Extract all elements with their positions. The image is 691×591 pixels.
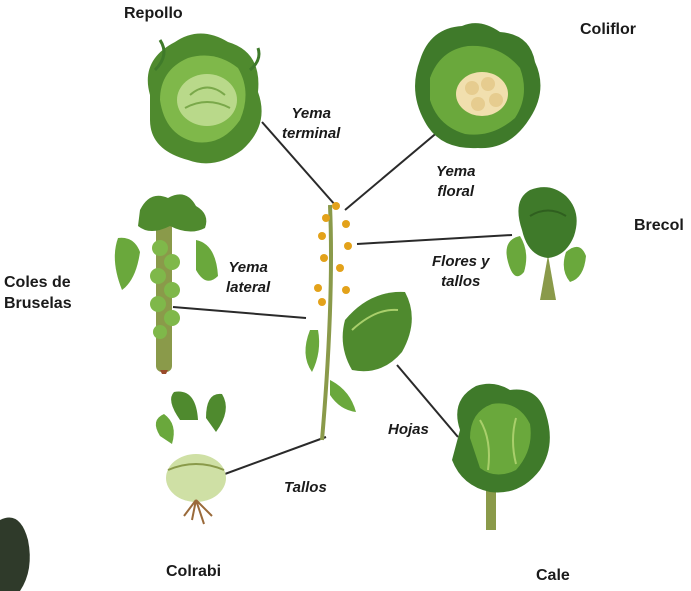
- label-cale: Cale: [536, 566, 570, 586]
- label-yema-lateral-line2: lateral: [226, 278, 270, 298]
- broccoli-illustration: [507, 187, 587, 300]
- label-yema-terminal: Yema terminal: [282, 104, 340, 144]
- label-flores-y-tallos-line2: tallos: [432, 272, 490, 292]
- label-colrabi: Colrabi: [166, 562, 221, 582]
- edge-foliage-fragment: [0, 518, 30, 591]
- label-tallos: Tallos: [284, 478, 327, 498]
- label-yema-floral: Yema floral: [436, 162, 475, 202]
- connector-brecol: [357, 235, 512, 244]
- label-yema-lateral-line1: Yema: [226, 258, 270, 278]
- kohlrabi-illustration: [156, 392, 226, 524]
- wild-cabbage-illustration: [305, 202, 411, 440]
- label-hojas: Hojas: [388, 420, 429, 440]
- cabbage-illustration: [148, 34, 262, 164]
- label-repollo: Repollo: [124, 4, 183, 24]
- kale-illustration: [452, 384, 550, 530]
- connector-colrabi: [214, 437, 326, 478]
- label-brecol: Brecol: [634, 216, 684, 236]
- brussels-sprouts-illustration: [115, 194, 218, 374]
- label-yema-floral-line1: Yema: [436, 162, 475, 182]
- label-yema-terminal-line1: Yema: [282, 104, 340, 124]
- label-flores-y-tallos-line1: Flores y: [432, 252, 490, 272]
- label-coliflor: Coliflor: [580, 20, 636, 40]
- label-flores-y-tallos: Flores y tallos: [432, 252, 490, 292]
- label-coles-de-bruselas: Coles de Bruselas: [4, 272, 72, 314]
- label-coles-de-bruselas-line1: Coles de: [4, 272, 72, 293]
- label-yema-lateral: Yema lateral: [226, 258, 270, 298]
- label-coles-de-bruselas-line2: Bruselas: [4, 293, 72, 314]
- label-yema-terminal-line2: terminal: [282, 124, 340, 144]
- connector-bruselas: [173, 307, 306, 318]
- cauliflower-illustration: [415, 23, 540, 148]
- label-yema-floral-line2: floral: [436, 182, 475, 202]
